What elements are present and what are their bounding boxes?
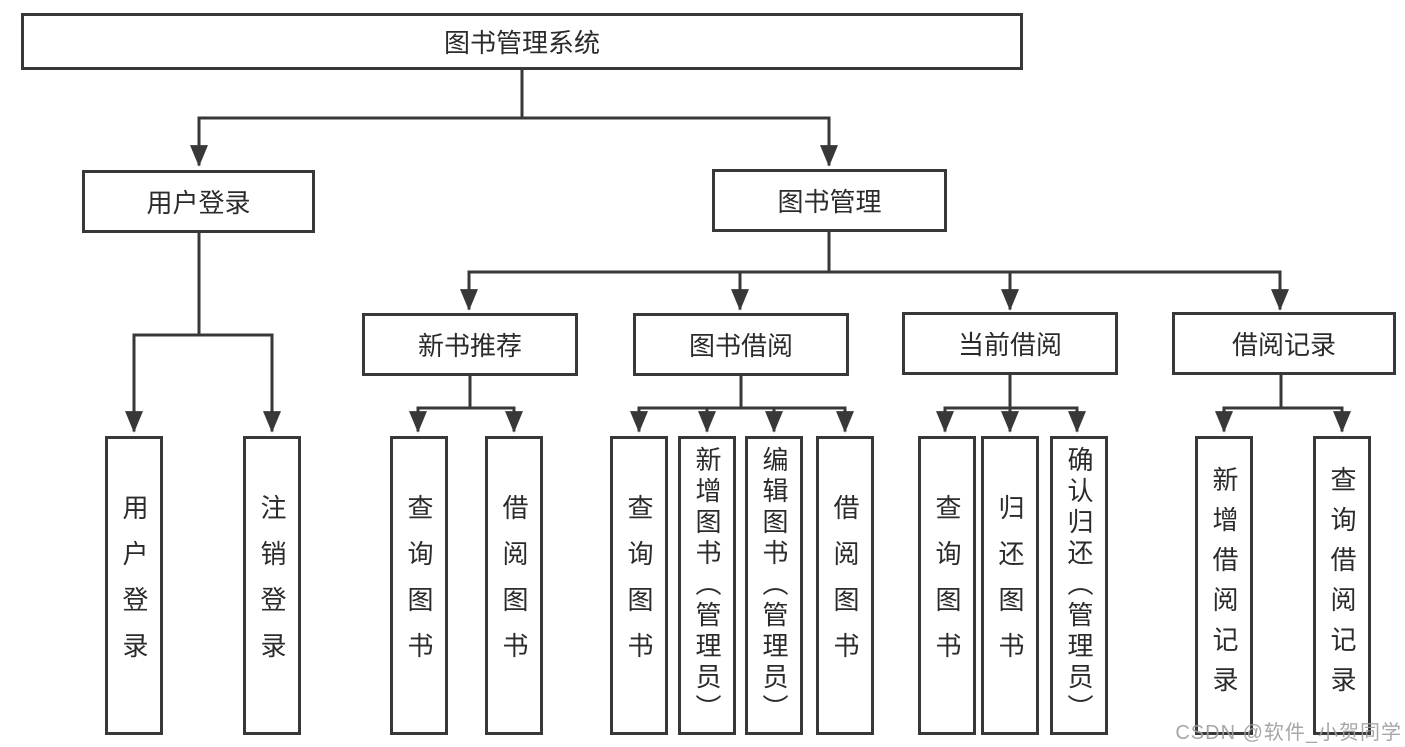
leaf-query-borrow-record-label: 查询借阅记录 [1327,465,1357,706]
leaf-confirm-return-admin: 确认归还（管理员） [1050,436,1108,735]
node-borrow-record-label: 借阅记录 [1231,330,1336,360]
leaf-query-book-recommend: 查询图书 [390,436,448,735]
leaf-borrow-book-label: 借阅图书 [830,493,860,678]
leaf-query-borrow-record: 查询借阅记录 [1313,436,1371,735]
leaf-return-book: 归还图书 [981,436,1039,735]
leaf-edit-book-admin-label: 编辑图书（管理员） [759,446,789,725]
connector-book-mgmt-trunk [467,228,1282,274]
leaf-borrow-book: 借阅图书 [816,436,874,735]
leaf-return-book-label: 归还图书 [995,493,1025,678]
leaf-add-borrow-record: 新增借阅记录 [1195,436,1253,735]
node-root: 图书管理系统 [21,13,1023,70]
node-book-borrow: 图书借阅 [633,313,849,376]
node-current-borrow: 当前借阅 [902,312,1118,375]
node-current-borrow-label: 当前借阅 [957,330,1062,360]
node-book-management-label: 图书管理 [777,187,882,217]
leaf-query-book-borrow: 查询图书 [610,436,668,735]
connector-current-trunk [943,373,1079,410]
node-book-borrow-label: 图书借阅 [688,331,793,361]
leaf-user-login-label: 用户登录 [119,493,149,678]
leaf-query-book-borrow-label: 查询图书 [624,493,654,678]
leaf-add-book-admin-label: 新增图书（管理员） [692,446,722,725]
leaf-query-book-current-label: 查询图书 [932,493,962,678]
leaf-query-book-recommend-label: 查询图书 [404,493,434,678]
connector-user-login-trunk [132,229,274,337]
leaf-borrow-book-recommend-label: 借阅图书 [499,493,529,678]
node-new-book-recommend: 新书推荐 [362,313,578,376]
node-new-book-recommend-label: 新书推荐 [417,331,522,361]
leaf-add-borrow-record-label: 新增借阅记录 [1209,465,1239,706]
leaf-confirm-return-admin-label: 确认归还（管理员） [1064,446,1094,725]
csdn-watermark: CSDN @软件_小贺同学 [1175,722,1402,744]
connector-new-rec-trunk [416,372,516,410]
connector-root-trunk [197,66,831,120]
leaf-logout-login: 注销登录 [243,436,301,735]
leaf-add-book-admin: 新增图书（管理员） [678,436,736,735]
leaf-query-book-current: 查询图书 [918,436,976,735]
node-user-login-label: 用户登录 [146,188,251,218]
leaf-borrow-book-recommend: 借阅图书 [485,436,543,735]
node-root-label: 图书管理系统 [443,28,600,58]
node-user-login: 用户登录 [82,170,315,233]
node-book-management: 图书管理 [712,169,947,232]
node-borrow-record: 借阅记录 [1172,312,1396,375]
leaf-edit-book-admin: 编辑图书（管理员） [745,436,803,735]
leaf-user-login: 用户登录 [105,436,163,735]
connector-borrow-trunk [637,372,847,410]
connector-record-trunk [1222,373,1344,410]
leaf-logout-login-label: 注销登录 [257,493,287,678]
